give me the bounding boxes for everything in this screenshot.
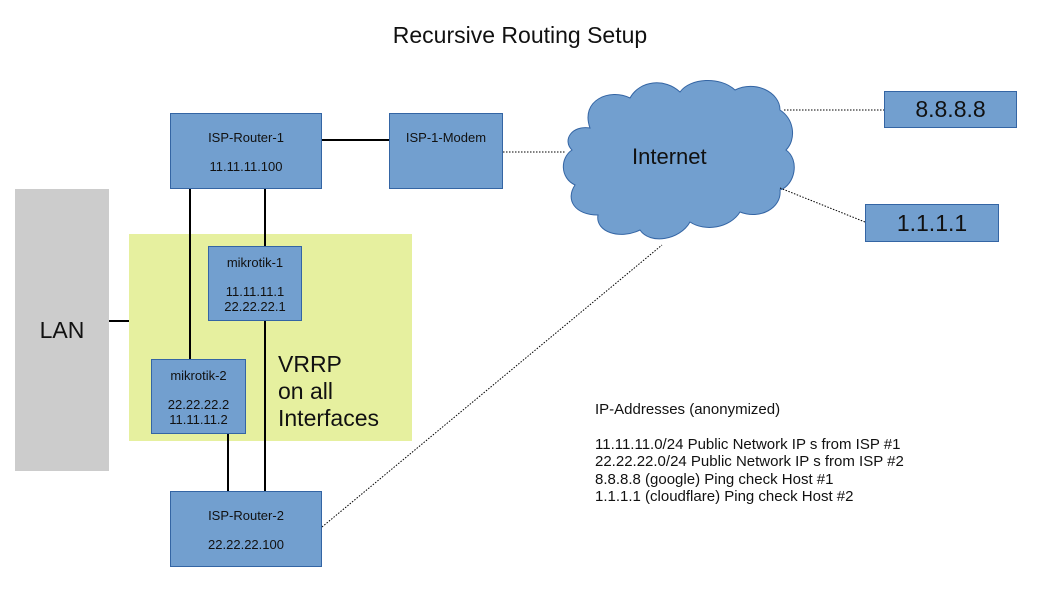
isp-router-1-ip: 11.11.11.100 (209, 159, 283, 174)
internet-cloud (562, 79, 795, 240)
host-google[interactable]: 8.8.8.8 (884, 91, 1017, 128)
host-cloudflare-label: 1.1.1.1 (896, 209, 968, 236)
isp-router-2-ip: 22.22.22.100 (208, 537, 284, 552)
lan-label: LAN (39, 316, 85, 343)
wire-internet-cloudflare (779, 187, 866, 223)
host-google-label: 8.8.8.8 (915, 96, 986, 122)
diagram-title: Recursive Routing Setup (392, 22, 648, 48)
mikrotik-2-ip-2: 11.11.11.2 (169, 412, 228, 427)
mikrotik-1-ip-2: 22.22.22.1 (224, 299, 286, 314)
ip-legend: IP-Addresses (anonymized) 11.11.11.0/24 … (595, 401, 904, 506)
vrrp-label: VRRP on all Interfaces (278, 351, 379, 431)
mikrotik-1[interactable]: mikrotik-1 11.11.11.1 22.22.22.1 (208, 246, 302, 321)
mikrotik-1-name: mikrotik-1 (226, 255, 284, 270)
mikrotik-2-ip-1: 22.22.22.2 (167, 397, 230, 412)
isp-1-modem[interactable]: ISP-1-Modem (389, 113, 503, 189)
legend-line: 8.8.8.8 (google) Ping check Host #1 (595, 470, 834, 488)
isp-router-1-name: ISP-Router-1 (208, 130, 284, 145)
mikrotik-1-ip-1: 11.11.11.1 (225, 284, 285, 299)
isp-router-2-name: ISP-Router-2 (208, 508, 284, 523)
legend-line: 1.1.1.1 (cloudflare) Ping check Host #2 (595, 488, 854, 505)
isp-1-modem-name: ISP-1-Modem (405, 130, 487, 145)
mikrotik-2-name: mikrotik-2 (170, 368, 227, 383)
mikrotik-2[interactable]: mikrotik-2 22.22.22.2 11.11.11.2 (151, 359, 246, 434)
isp-router-1[interactable]: ISP-Router-1 11.11.11.100 (170, 113, 322, 189)
host-cloudflare[interactable]: 1.1.1.1 (865, 204, 999, 242)
isp-router-2[interactable]: ISP-Router-2 22.22.22.100 (170, 491, 322, 567)
legend-heading: IP-Addresses (anonymized) (595, 401, 781, 418)
legend-line: 22.22.22.0/24 Public Network IP s from I… (595, 453, 904, 470)
lan-block: LAN (15, 189, 109, 471)
internet-label: Internet (632, 144, 707, 169)
legend-line: 11.11.11.0/24 Public Network IP s from I… (595, 435, 901, 453)
